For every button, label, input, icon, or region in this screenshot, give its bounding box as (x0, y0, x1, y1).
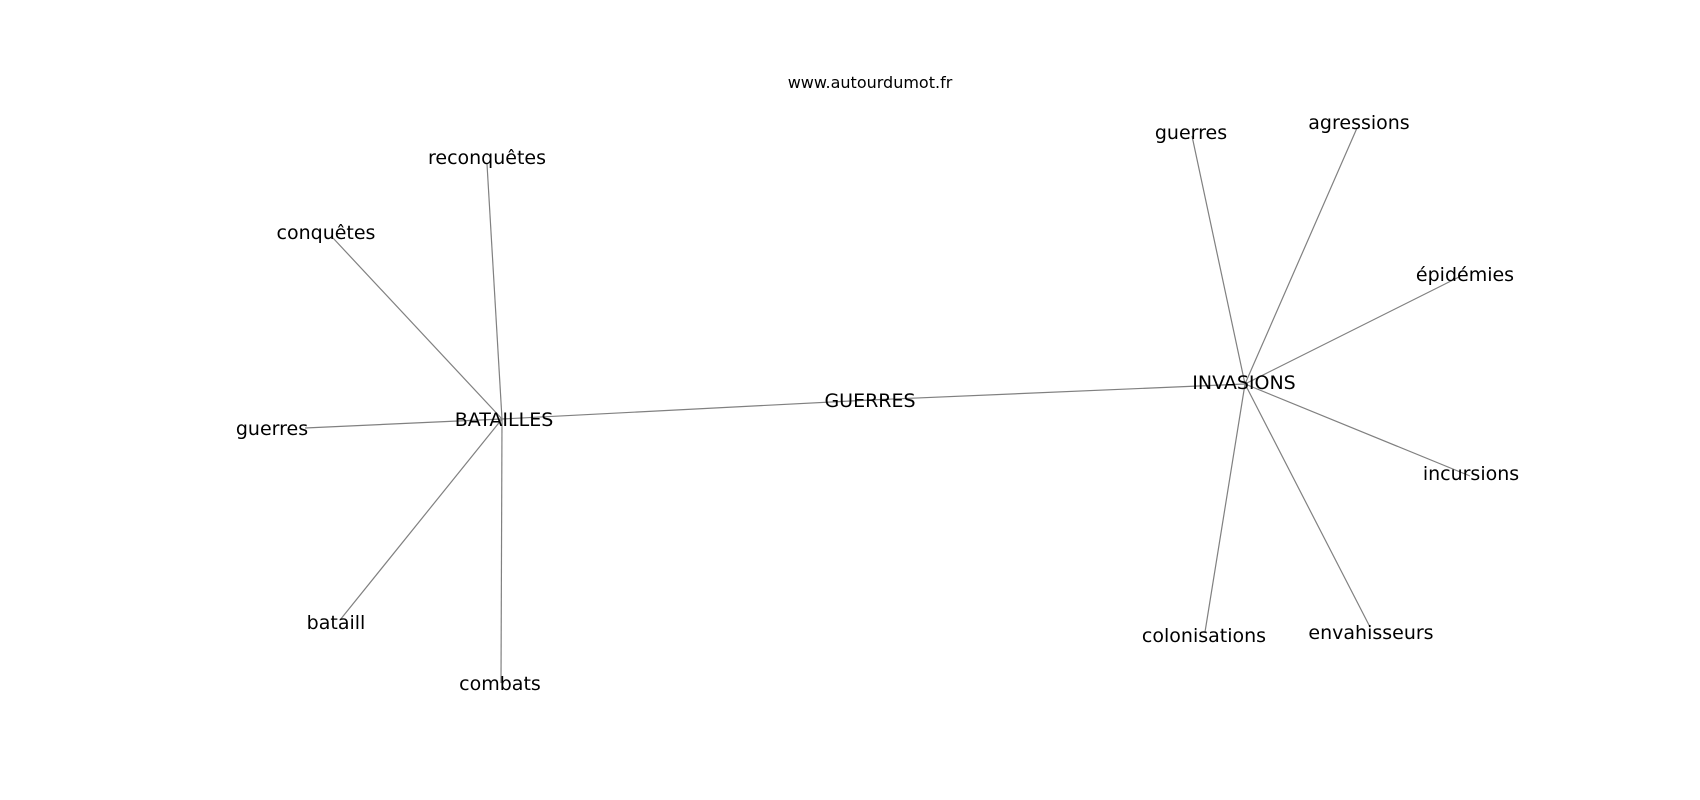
edge-invasions-epidemies (1244, 275, 1462, 385)
edge-batailles-conquetes (332, 237, 503, 420)
node-agressions[interactable]: agressions (1308, 112, 1409, 134)
edge-batailles-guerres-center (501, 399, 871, 420)
node-combats[interactable]: combats (459, 673, 541, 695)
edge-batailles-guerres-left (304, 418, 503, 429)
node-envahisseurs[interactable]: envahisseurs (1308, 622, 1433, 644)
edge-invasions-guerres-right (1191, 135, 1246, 385)
node-invasions[interactable]: INVASIONS (1192, 372, 1296, 394)
edge-batailles-bataill (339, 418, 503, 621)
edge-invasions-colonisations (1204, 383, 1246, 633)
node-epidemies[interactable]: épidémies (1416, 264, 1514, 286)
edge-invasions-incursions (1244, 383, 1471, 477)
node-guerres-left[interactable]: guerres (236, 418, 308, 440)
node-bataill[interactable]: bataill (307, 612, 366, 634)
edges-layer (304, 127, 1471, 684)
edge-invasions-agressions (1244, 127, 1358, 385)
edge-invasions-envahisseurs (1244, 383, 1371, 628)
edge-batailles-combats (500, 418, 503, 684)
site-watermark-label[interactable]: www.autourdumot.fr (788, 73, 953, 92)
node-guerres-right[interactable]: guerres (1155, 122, 1227, 144)
nodes-layer: GUERRES BATAILLES INVASIONS reconquêtes conq… (236, 112, 1519, 695)
node-guerres-center[interactable]: GUERRES (824, 390, 915, 412)
node-incursions[interactable]: incursions (1423, 463, 1519, 485)
node-reconquetes[interactable]: reconquêtes (428, 147, 546, 169)
node-conquetes[interactable]: conquêtes (277, 222, 376, 244)
node-batailles[interactable]: BATAILLES (455, 409, 554, 431)
edge-guerres-center-invasions (869, 383, 1246, 401)
edge-batailles-reconquetes (486, 163, 503, 420)
node-colonisations[interactable]: colonisations (1142, 625, 1266, 647)
